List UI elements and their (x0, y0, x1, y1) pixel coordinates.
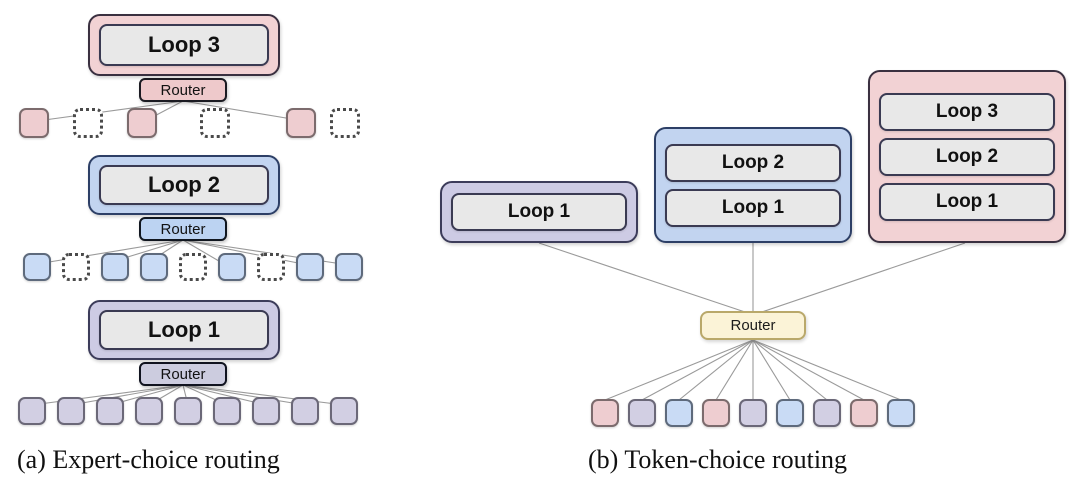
panel-b-expert-1-plate-loop1: Loop 1 (451, 193, 627, 231)
token-mixed-9[interactable] (887, 399, 915, 427)
panel-a-router-loop2[interactable]: Router (139, 217, 227, 241)
panel-a-router-loop1[interactable]: Router (139, 362, 227, 386)
token-purple-3[interactable] (96, 397, 124, 425)
token-mixed-6[interactable] (776, 399, 804, 427)
token-mixed-3[interactable] (665, 399, 693, 427)
token-purple-4[interactable] (135, 397, 163, 425)
token-blue-7-empty[interactable] (257, 253, 285, 281)
panel-b-expert-3-plate-loop3: Loop 3 (879, 92, 1055, 131)
token-mixed-8[interactable] (850, 399, 878, 427)
token-pink-6-empty[interactable] (330, 108, 360, 138)
panel-b-expert-1-shell: Loop 1 (440, 181, 638, 243)
token-blue-3[interactable] (101, 253, 129, 281)
token-purple-8[interactable] (291, 397, 319, 425)
panel-b-expert-3-plate-loop1: Loop 1 (879, 182, 1055, 221)
token-pink-2-empty[interactable] (73, 108, 103, 138)
panel-a-router-loop3[interactable]: Router (139, 78, 227, 102)
token-purple-6[interactable] (213, 397, 241, 425)
token-blue-9[interactable] (335, 253, 363, 281)
panel-a-loop2-plate: Loop 2 (99, 165, 269, 205)
token-purple-2[interactable] (57, 397, 85, 425)
token-purple-5[interactable] (174, 397, 202, 425)
token-pink-5[interactable] (286, 108, 316, 138)
token-blue-1[interactable] (23, 253, 51, 281)
panel-b-expert-2-plate-loop2: Loop 2 (665, 143, 841, 182)
token-mixed-1[interactable] (591, 399, 619, 427)
token-purple-7[interactable] (252, 397, 280, 425)
panel-b-expert-2-plate-loop1: Loop 1 (665, 188, 841, 227)
token-mixed-4[interactable] (702, 399, 730, 427)
token-purple-9[interactable] (330, 397, 358, 425)
panel-a-loop1-plate: Loop 1 (99, 310, 269, 350)
token-pink-3[interactable] (127, 108, 157, 138)
token-pink-4-empty[interactable] (200, 108, 230, 138)
token-blue-5-empty[interactable] (179, 253, 207, 281)
token-purple-1[interactable] (18, 397, 46, 425)
caption-panel-b: (b) Token-choice routing (588, 445, 848, 474)
token-mixed-5[interactable] (739, 399, 767, 427)
token-mixed-2[interactable] (628, 399, 656, 427)
token-blue-2-empty[interactable] (62, 253, 90, 281)
token-blue-6[interactable] (218, 253, 246, 281)
panel-b-expert-2-shell: Loop 1 Loop 2 (654, 127, 852, 243)
token-blue-8[interactable] (296, 253, 324, 281)
panel-b-expert-3-plate-loop2: Loop 2 (879, 137, 1055, 176)
token-blue-4[interactable] (140, 253, 168, 281)
panel-a-loop2-shell: Loop 2 (88, 155, 280, 215)
token-mixed-7[interactable] (813, 399, 841, 427)
token-pink-1[interactable] (19, 108, 49, 138)
panel-a-loop3-plate: Loop 3 (99, 24, 269, 66)
panel-b-router[interactable]: Router (700, 311, 806, 340)
panel-a-loop3-shell: Loop 3 (88, 14, 280, 76)
caption-panel-a: (a) Expert-choice routing (17, 445, 280, 474)
panel-a-loop1-shell: Loop 1 (88, 300, 280, 360)
panel-b-expert-3-shell: Loop 1 Loop 2 Loop 3 (868, 70, 1066, 243)
